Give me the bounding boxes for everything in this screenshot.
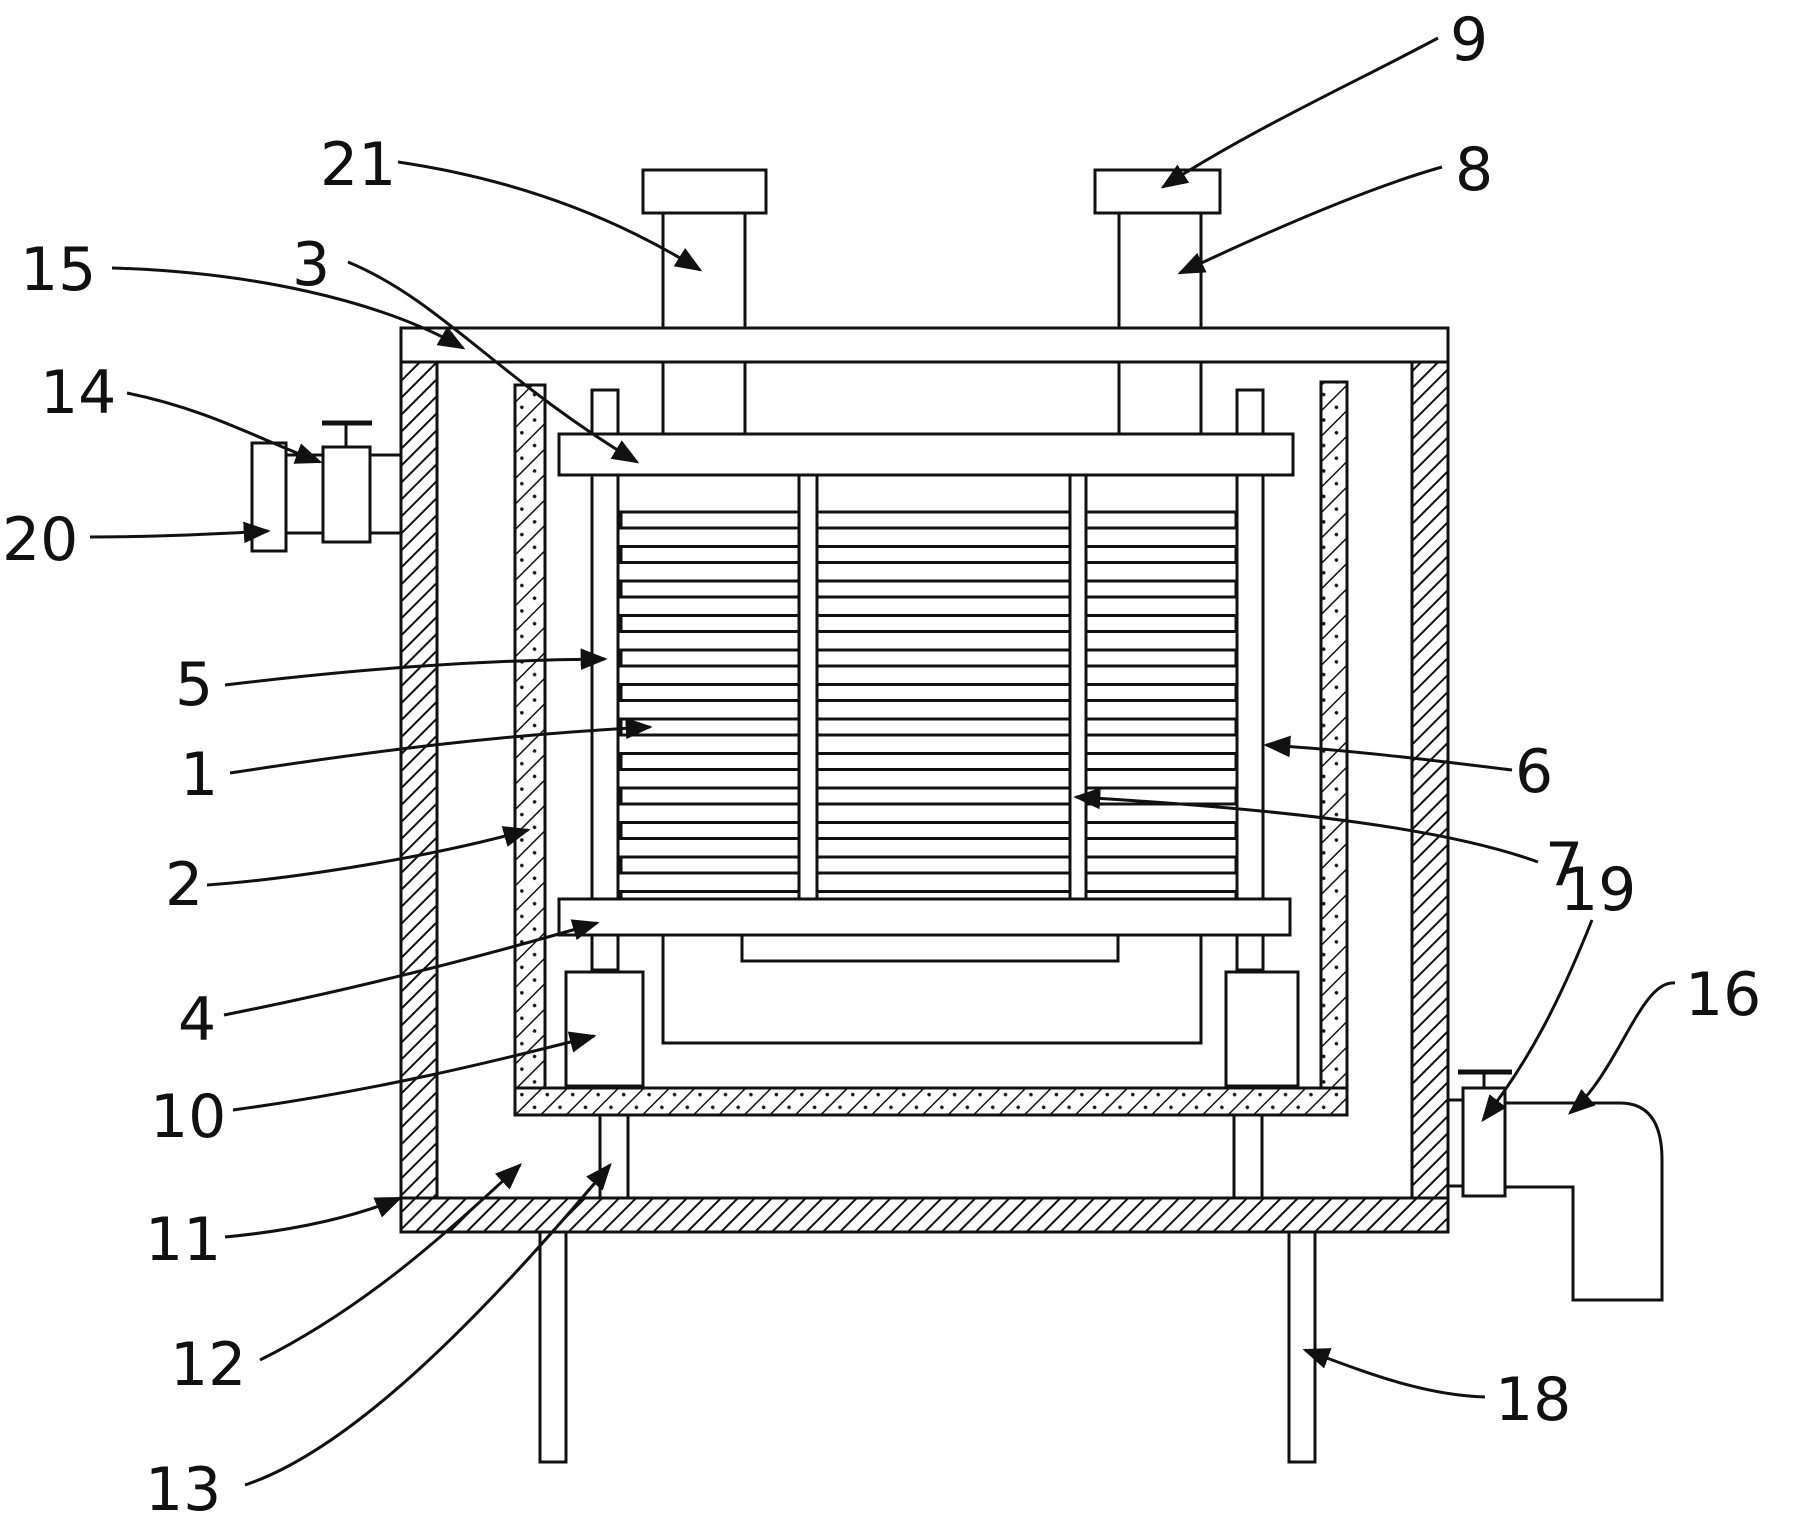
inner-wall-left xyxy=(515,385,545,1115)
grate-bar xyxy=(621,788,799,804)
stay-right xyxy=(1070,475,1086,900)
drain-pipe-16 xyxy=(1504,1103,1662,1300)
grate-bar xyxy=(1086,616,1236,632)
rod-right xyxy=(1237,390,1263,970)
lower-plate xyxy=(559,899,1290,935)
label-20: 20 xyxy=(2,505,78,575)
label-10: 10 xyxy=(150,1082,226,1152)
cylinder-left xyxy=(566,972,643,1086)
label-12: 12 xyxy=(170,1330,246,1400)
grate-bar xyxy=(817,581,1070,597)
grate-bar xyxy=(817,650,1070,666)
grate-bar xyxy=(817,719,1070,735)
grate-bar xyxy=(1086,650,1236,666)
plate-insert xyxy=(742,935,1118,961)
grate-bar xyxy=(817,685,1070,701)
label-2: 2 xyxy=(165,850,203,920)
label-16: 16 xyxy=(1685,960,1761,1030)
grate-bar xyxy=(621,685,799,701)
stay-left xyxy=(799,475,817,900)
grate-bar xyxy=(817,754,1070,770)
grate-bar xyxy=(621,512,799,528)
label-14: 14 xyxy=(40,358,116,428)
grate-bar xyxy=(1086,857,1236,873)
pipe-21-cap xyxy=(643,170,766,213)
grate-bar xyxy=(621,857,799,873)
post-left xyxy=(600,1115,628,1198)
label-13: 13 xyxy=(145,1455,221,1525)
label-4: 4 xyxy=(178,985,216,1055)
label-1: 1 xyxy=(180,740,218,810)
outlet-20 xyxy=(252,443,286,551)
grate-bar xyxy=(817,788,1070,804)
grate-bar xyxy=(621,616,799,632)
cylinder-right xyxy=(1226,972,1298,1086)
valve-14 xyxy=(323,447,370,542)
post-right xyxy=(1234,1115,1262,1198)
grate-bar xyxy=(817,512,1070,528)
leg-left xyxy=(540,1232,566,1462)
upper-plate xyxy=(559,434,1293,475)
grate-bar xyxy=(621,581,799,597)
label-11: 11 xyxy=(145,1205,221,1275)
label-9: 9 xyxy=(1450,5,1488,75)
valve-19 xyxy=(1463,1088,1505,1196)
label-18: 18 xyxy=(1495,1365,1571,1435)
grate-bar xyxy=(1086,512,1236,528)
label-15: 15 xyxy=(20,235,96,305)
label-21: 21 xyxy=(320,130,396,200)
inner-wall-bottom xyxy=(515,1088,1347,1115)
cap-9 xyxy=(1095,170,1220,213)
grate-bar xyxy=(1086,719,1236,735)
label-6: 6 xyxy=(1515,737,1553,807)
grate-bar xyxy=(1086,823,1236,839)
grate-bar xyxy=(817,823,1070,839)
rod-left xyxy=(592,390,618,970)
grate-bar xyxy=(817,857,1070,873)
grate-bar xyxy=(817,547,1070,563)
grate-bar xyxy=(621,547,799,563)
grate-bar xyxy=(1086,754,1236,770)
outer-wall-right xyxy=(1412,360,1448,1230)
grate-bar xyxy=(621,650,799,666)
grate-bar xyxy=(1086,547,1236,563)
grate-bar xyxy=(1086,685,1236,701)
pipe-21 xyxy=(663,212,745,328)
leg-right xyxy=(1289,1232,1315,1462)
grate-bars xyxy=(621,512,1236,908)
grate-bar xyxy=(1086,581,1236,597)
label-8: 8 xyxy=(1455,135,1493,205)
label-5: 5 xyxy=(175,650,213,720)
label-3: 3 xyxy=(292,230,330,300)
grate-bar xyxy=(621,823,799,839)
grate-bar xyxy=(621,754,799,770)
outer-wall-left xyxy=(401,360,437,1230)
label-19: 19 xyxy=(1560,855,1636,925)
grate-bar xyxy=(817,616,1070,632)
lid xyxy=(401,328,1448,362)
